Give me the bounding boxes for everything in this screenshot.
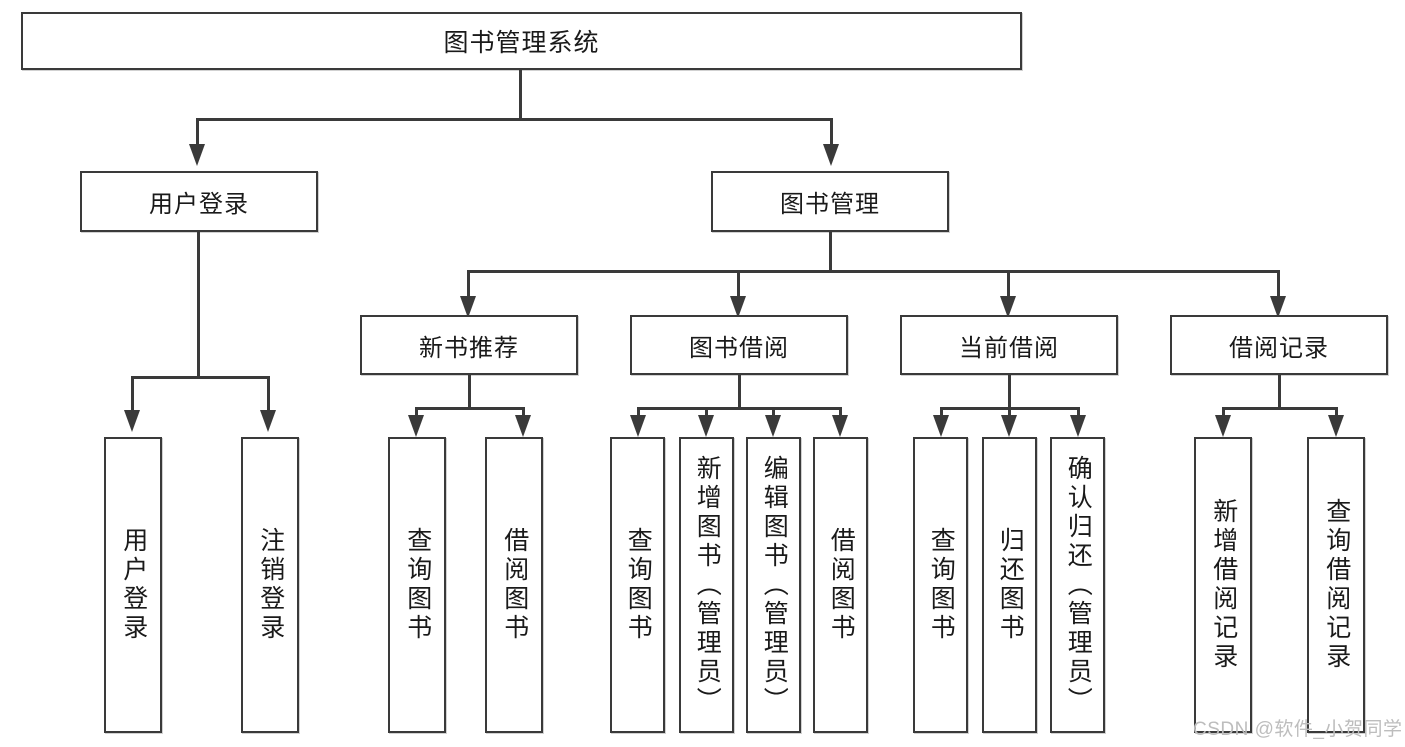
arrow-to-book-mgmt [823,144,839,166]
node-borrow-record[interactable]: 借阅记录 [1170,315,1388,375]
leaf-node-return-book[interactable]: 归还图书 [982,437,1037,733]
node-new-book-recommend[interactable]: 新书推荐 [360,315,578,375]
arrow-cb-leaf-2 [1001,415,1017,437]
connector-cb-leaf-3 [1077,407,1080,421]
connector-cb-leaf-1 [940,407,943,421]
node-label: 图书借阅 [689,334,789,362]
connector-bb-leaf-1 [637,407,640,421]
connector-br-leaf-2 [1335,407,1338,421]
connector-br-leaf-1 [1222,407,1225,421]
connector-to-borrow-record [1277,270,1280,298]
watermark-text: CSDN @软件_小贺同学 [1193,719,1403,740]
leaf-node-add-book-admin[interactable]: 新增图书（管理员） [679,437,734,733]
node-book-borrow[interactable]: 图书借阅 [630,315,848,375]
leaf-label: 借阅图书 [500,527,529,643]
arrow-bb-leaf-1 [630,415,646,437]
leaf-node-borrow-book-bb[interactable]: 借阅图书 [813,437,868,733]
arrow-br-leaf-1 [1215,415,1231,437]
leaf-node-confirm-return-admin[interactable]: 确认归还（管理员） [1050,437,1105,733]
arrow-cb-leaf-1 [933,415,949,437]
leaf-node-borrow-book-nbr[interactable]: 借阅图书 [485,437,543,733]
leaf-node-query-book-nbr[interactable]: 查询图书 [388,437,446,733]
connector-new-book-rec-bar [415,407,525,410]
arrow-bb-leaf-3 [765,415,781,437]
node-book-management[interactable]: 图书管理 [711,171,949,232]
connector-current-borrow-stem [1008,375,1011,410]
leaf-node-edit-book-admin[interactable]: 编辑图书（管理员） [746,437,801,733]
arrow-to-current-borrow [1000,296,1016,318]
leaf-label: 编辑图书（管理员） [760,454,789,716]
connector-cb-leaf-2 [1008,407,1011,421]
connector-nbr-leaf-2 [522,407,525,421]
connector-borrow-record-bar [1222,407,1338,410]
arrow-cb-leaf-3 [1070,415,1086,437]
node-label: 用户登录 [149,191,249,218]
leaf-label: 新增图书（管理员） [693,454,722,716]
node-current-borrow[interactable]: 当前借阅 [900,315,1118,375]
connector-root-bar [196,118,833,121]
node-label: 借阅记录 [1229,334,1329,362]
arrow-bb-leaf-2 [698,415,714,437]
leaf-label: 查询图书 [403,527,432,643]
leaf-label: 借阅图书 [827,527,856,643]
leaf-label: 用户登录 [119,527,148,643]
connector-root-to-book-mgmt [830,118,833,146]
leaf-node-add-borrow-record[interactable]: 新增借阅记录 [1194,437,1252,733]
connector-new-book-rec-stem [468,375,471,410]
connector-bb-leaf-4 [839,407,842,421]
arrow-to-user-login [189,144,205,166]
node-label: 图书管理 [780,191,880,218]
connector-bb-leaf-3 [772,407,775,421]
connector-to-current-borrow [1007,270,1010,298]
leaf-node-query-book-bb[interactable]: 查询图书 [610,437,665,733]
connector-to-new-book-rec [467,270,470,298]
connector-nbr-leaf-1 [415,407,418,421]
arrow-to-book-borrow [730,296,746,318]
leaf-label: 查询借阅记录 [1322,498,1351,672]
node-root-system[interactable]: 图书管理系统 [21,12,1022,70]
connector-book-borrow-stem [738,375,741,410]
node-label: 图书管理系统 [443,29,600,57]
connector-root-stem [519,70,522,120]
node-label: 新书推荐 [419,334,519,362]
arrow-nbr-leaf-1 [408,415,424,437]
arrow-bb-leaf-4 [832,415,848,437]
node-user-login[interactable]: 用户登录 [80,171,318,232]
leaf-label: 查询图书 [624,527,653,643]
leaf-node-query-book-cb[interactable]: 查询图书 [913,437,968,733]
arrow-br-leaf-2 [1328,415,1344,437]
connector-user-login-bar [131,376,270,379]
connector-to-book-borrow [737,270,740,298]
node-label: 当前借阅 [959,334,1059,362]
arrow-nbr-leaf-2 [515,415,531,437]
leaf-node-query-borrow-record[interactable]: 查询借阅记录 [1307,437,1365,733]
leaf-label: 注销登录 [256,527,285,643]
connector-user-login-to-leaf-2 [267,376,270,412]
leaf-node-logout[interactable]: 注销登录 [241,437,299,733]
leaf-label: 归还图书 [996,527,1025,643]
leaf-label: 确认归还（管理员） [1064,454,1093,716]
connector-book-borrow-bar [637,407,842,410]
arrow-to-new-book-rec [460,296,476,318]
leaf-node-user-login[interactable]: 用户登录 [104,437,162,733]
leaf-label: 查询图书 [927,527,956,643]
arrow-to-leaf-user-login [124,410,140,432]
leaf-label: 新增借阅记录 [1209,498,1238,672]
connector-user-login-to-leaf-1 [131,376,134,412]
connector-book-mgmt-bar [467,270,1279,273]
connector-book-mgmt-stem [829,232,832,272]
arrow-to-borrow-record [1270,296,1286,318]
connector-bb-leaf-2 [705,407,708,421]
connector-user-login-stem [197,232,200,378]
connector-borrow-record-stem [1278,375,1281,410]
arrow-to-leaf-logout [260,410,276,432]
connector-root-to-user-login [196,118,199,146]
